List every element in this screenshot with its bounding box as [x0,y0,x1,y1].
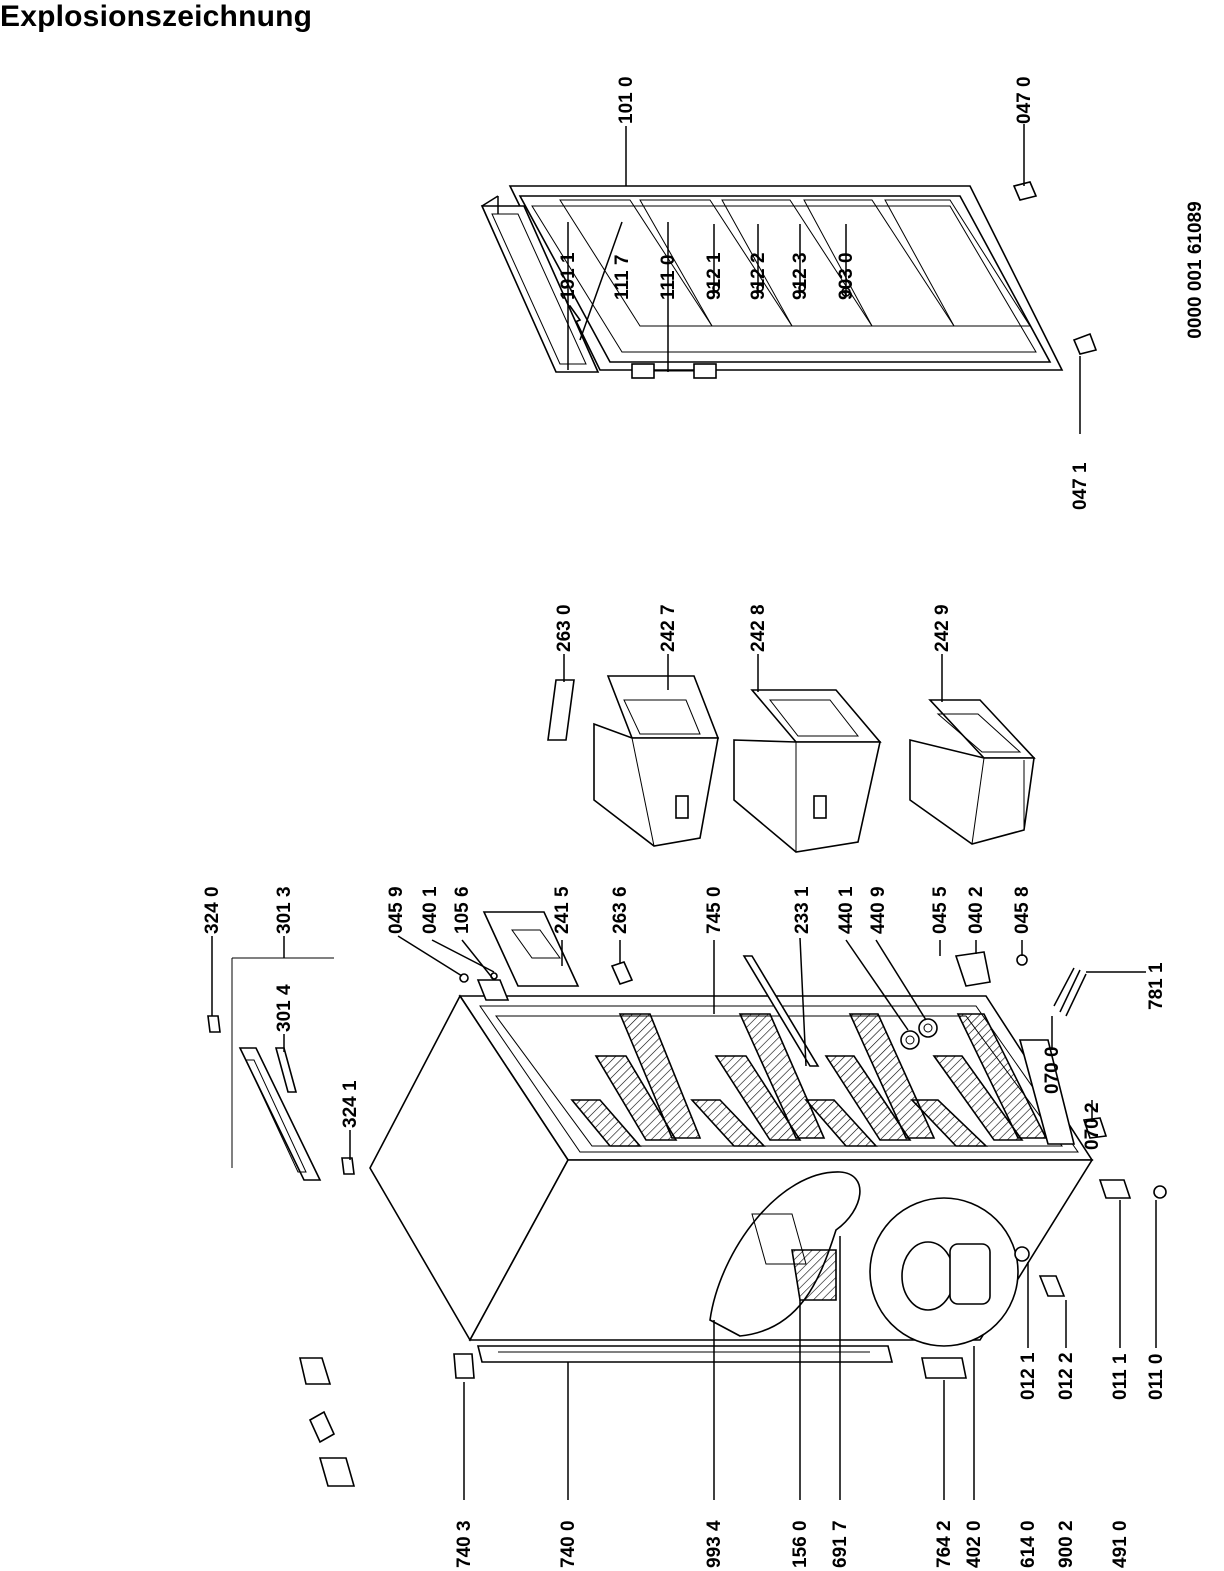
label-047-1: 047 1 [1070,462,1091,510]
body-leaders [211,935,1157,1500]
bottom-hinge-cap [1072,332,1098,355]
label-740-0: 740 0 [558,1520,579,1568]
label-263-6: 263 6 [610,886,631,934]
label-045-5: 045 5 [930,886,951,934]
evaporator-shelf-1 [618,1013,702,1139]
trim-plug-bottom [341,1157,355,1175]
label-402-0: 402 0 [964,1520,985,1568]
thermostat-knob [610,961,634,985]
label-233-1: 233 1 [792,886,813,934]
drawer-leaders [563,654,943,702]
label-912-3: 912 3 [790,252,811,300]
label-903-0: 903 0 [836,252,857,300]
capacitor [318,1457,356,1487]
door-gasket [480,205,600,373]
cable-clamp [1153,1185,1167,1199]
label-242-8: 242 8 [748,604,769,652]
label-491-0: 491 0 [1110,1520,1131,1568]
condenser-grille [791,1249,837,1301]
label-111-0: 111 0 [658,255,679,300]
drain-tube [1038,1275,1066,1297]
door-inner-frame [518,195,1052,363]
relay [298,1357,332,1385]
label-993-4: 993 4 [704,1520,725,1568]
part-labels: 101 0 047 0 191 1 111 7 111 0 912 1 912 … [202,76,1167,1568]
label-301-3: 301 3 [274,886,295,934]
label-241-5: 241 5 [552,886,573,934]
trim-clip [274,1047,298,1093]
label-900-2: 900 2 [1056,1520,1077,1568]
cabinet-body [298,911,1167,1487]
evaporator-shelf-3 [848,1013,936,1139]
terminal-box [1098,1179,1132,1199]
label-242-9: 242 9 [932,604,953,652]
compressor [901,1241,955,1311]
hinge-bracket-right [693,363,717,379]
door-assembly [480,181,1098,379]
kick-plate-clip [1082,1117,1108,1139]
hinge-bracket-left [631,363,655,379]
label-011-0: 011 0 [1146,1354,1167,1401]
control-cover [482,911,580,987]
label-101-0: 101 0 [616,76,637,124]
label-045-9: 045 9 [386,886,407,934]
label-105-6: 105 6 [452,886,473,934]
label-111-7: 111 7 [612,255,633,300]
condenser-rail [476,1345,894,1363]
label-191-1: 191 1 [558,252,579,300]
grommet-440-1 [900,1030,920,1050]
evaporator-bar [742,955,820,1067]
filter-drier [921,1357,967,1379]
condenser-cap [453,1353,475,1379]
trim-plug-top [207,1015,221,1033]
drawer-middle [733,689,882,853]
label-324-1: 324 1 [340,1080,361,1128]
label-012-2: 012 2 [1056,1352,1077,1400]
label-324-0: 324 0 [202,886,223,934]
page-title: Explosionszeichnung [0,0,313,33]
label-740-3: 740 3 [454,1520,475,1568]
kick-plate [1018,1039,1076,1145]
label-440-9: 440 9 [868,886,889,934]
evaporator-shelf-2 [738,1013,826,1139]
grommet-012-1 [1014,1246,1030,1262]
label-912-1: 912 1 [704,252,725,300]
label-040-2: 040 2 [966,886,987,934]
top-trim-parts [207,957,355,1181]
label-012-1: 012 1 [1018,1352,1039,1400]
top-hinge-cap [1012,181,1038,201]
label-156-0: 156 0 [790,1520,811,1568]
grommet-440-9 [918,1018,938,1038]
drawer-bottom [909,699,1036,845]
label-045-8: 045 8 [1012,886,1033,934]
drawer-top [593,675,720,847]
label-242-7: 242 7 [658,604,679,652]
label-070-0: 070 0 [1042,1046,1063,1094]
label-781-1: 781 1 [1146,962,1167,1010]
label-047-0: 047 0 [1014,76,1035,124]
label-745-0: 745 0 [704,886,725,934]
label-912-2: 912 2 [748,252,769,300]
label-263-0: 263 0 [554,604,575,652]
clamp [308,1410,336,1444]
label-301-4: 301 4 [274,984,295,1032]
label-040-1: 040 1 [420,886,441,934]
label-691-7: 691 7 [830,1520,851,1568]
top-hinge [476,979,510,1001]
top-trim [238,1047,322,1181]
label-070-2: 070 2 [1082,1102,1103,1150]
label-764-2: 764 2 [934,1520,955,1568]
label-614-0: 614 0 [1018,1520,1039,1568]
door-leaders [567,124,1081,434]
freezer-drawers [547,675,1036,853]
label-440-1: 440 1 [836,886,857,934]
bottom-hinge [954,951,991,987]
label-011-1: 011 1 [1110,1353,1131,1400]
drawer-rail [547,679,575,741]
